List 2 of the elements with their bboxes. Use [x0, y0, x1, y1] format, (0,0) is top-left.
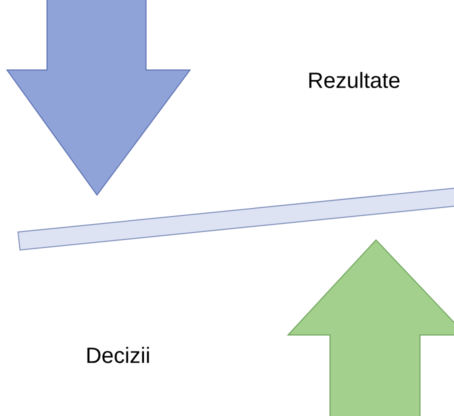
text-label: Rezultate [309, 72, 400, 88]
text-label: Decizii [87, 346, 149, 364]
